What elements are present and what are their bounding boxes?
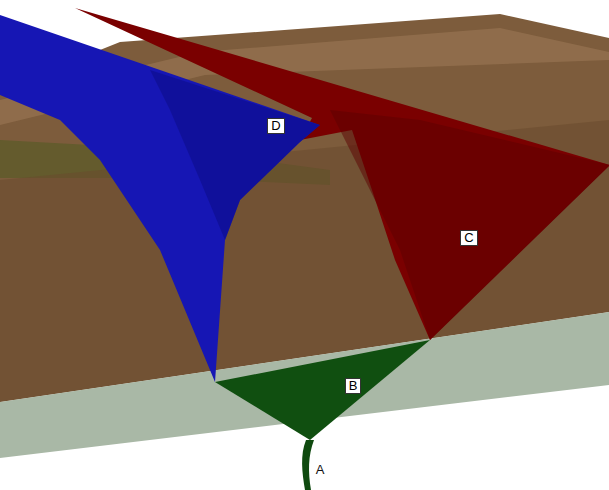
part-label: A [314,463,327,477]
part-label: D [267,118,284,134]
lower-rock-layer [0,312,609,458]
fault-surface-d [0,15,320,382]
fault-surface-d-shade [150,70,320,240]
fault-stem-a [302,440,314,490]
part-label: C [460,230,477,246]
part-label: B [345,378,362,394]
fault-surface-b [215,340,430,440]
fault-surface-c-shade [330,110,609,340]
